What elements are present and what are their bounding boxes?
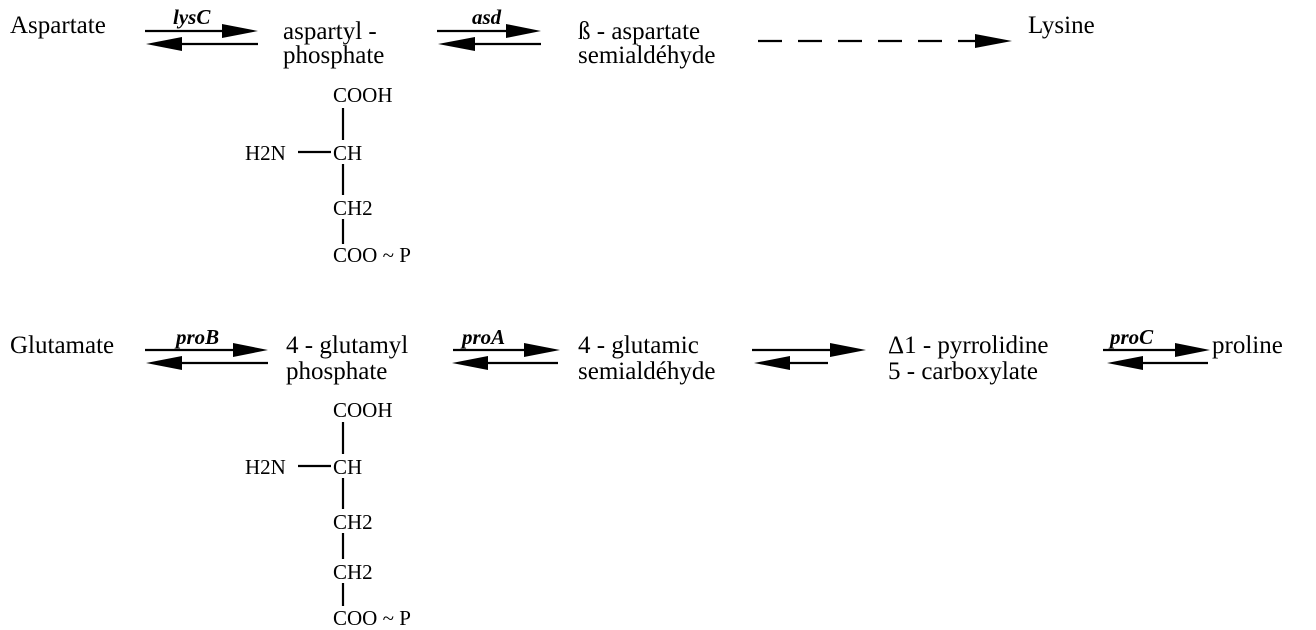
lysine-label: Lysine xyxy=(1028,12,1095,39)
aspartyl-structure-h2n: H2N xyxy=(245,141,286,165)
glutamyl-structure-coo-p: COO ~ P xyxy=(333,606,411,630)
glutamic-semialdehyde-label-line1: 4 - glutamic xyxy=(578,332,699,359)
aspartyl-structure-coo-p: COO ~ P xyxy=(333,243,411,267)
proC-enzyme-label: proC xyxy=(1110,325,1154,349)
aspartyl-structure-ch: CH xyxy=(333,141,363,165)
glutamyl-structure-ch2-b: CH2 xyxy=(333,560,373,584)
aspartyl-phosphate-label-line2: phosphate xyxy=(283,42,385,69)
aspartyl-structure-ch2: CH2 xyxy=(333,196,373,220)
glutamyl-structure-ch: CH xyxy=(333,455,363,479)
aspartate-label: Aspartate xyxy=(10,12,106,39)
glutamyl-structure-cooh: COOH xyxy=(333,398,393,422)
glutamate-label: Glutamate xyxy=(10,332,115,359)
glutamic-semialdehyde-label-line2: semialdéhyde xyxy=(578,358,716,385)
glutamyl-phosphate-label-line1: 4 - glutamyl xyxy=(286,332,409,359)
asd-enzyme-label: asd xyxy=(472,5,502,29)
pyrrolidine-carboxylate-label-line1: Δ1 - pyrrolidine xyxy=(888,332,1049,359)
pyrrolidine-carboxylate-label-line2: 5 - carboxylate xyxy=(888,358,1038,385)
b-aspartate-semialdehyde-label-line1: ß - aspartate xyxy=(578,18,701,45)
b-aspartate-semialdehyde-label-line2: semialdéhyde xyxy=(578,42,716,69)
glutamyl-structure-ch2-a: CH2 xyxy=(333,510,373,534)
lysC-enzyme-label: lysC xyxy=(173,5,211,29)
glutamyl-phosphate-label-line2: phosphate xyxy=(286,358,388,385)
proB-enzyme-label: proB xyxy=(176,325,220,349)
glutamyl-structure-h2n: H2N xyxy=(245,455,286,479)
aspartyl-structure-cooh: COOH xyxy=(333,83,393,107)
proA-enzyme-label: proA xyxy=(462,325,506,349)
proline-label: proline xyxy=(1212,332,1283,359)
aspartyl-phosphate-label-line1: aspartyl - xyxy=(283,18,377,45)
